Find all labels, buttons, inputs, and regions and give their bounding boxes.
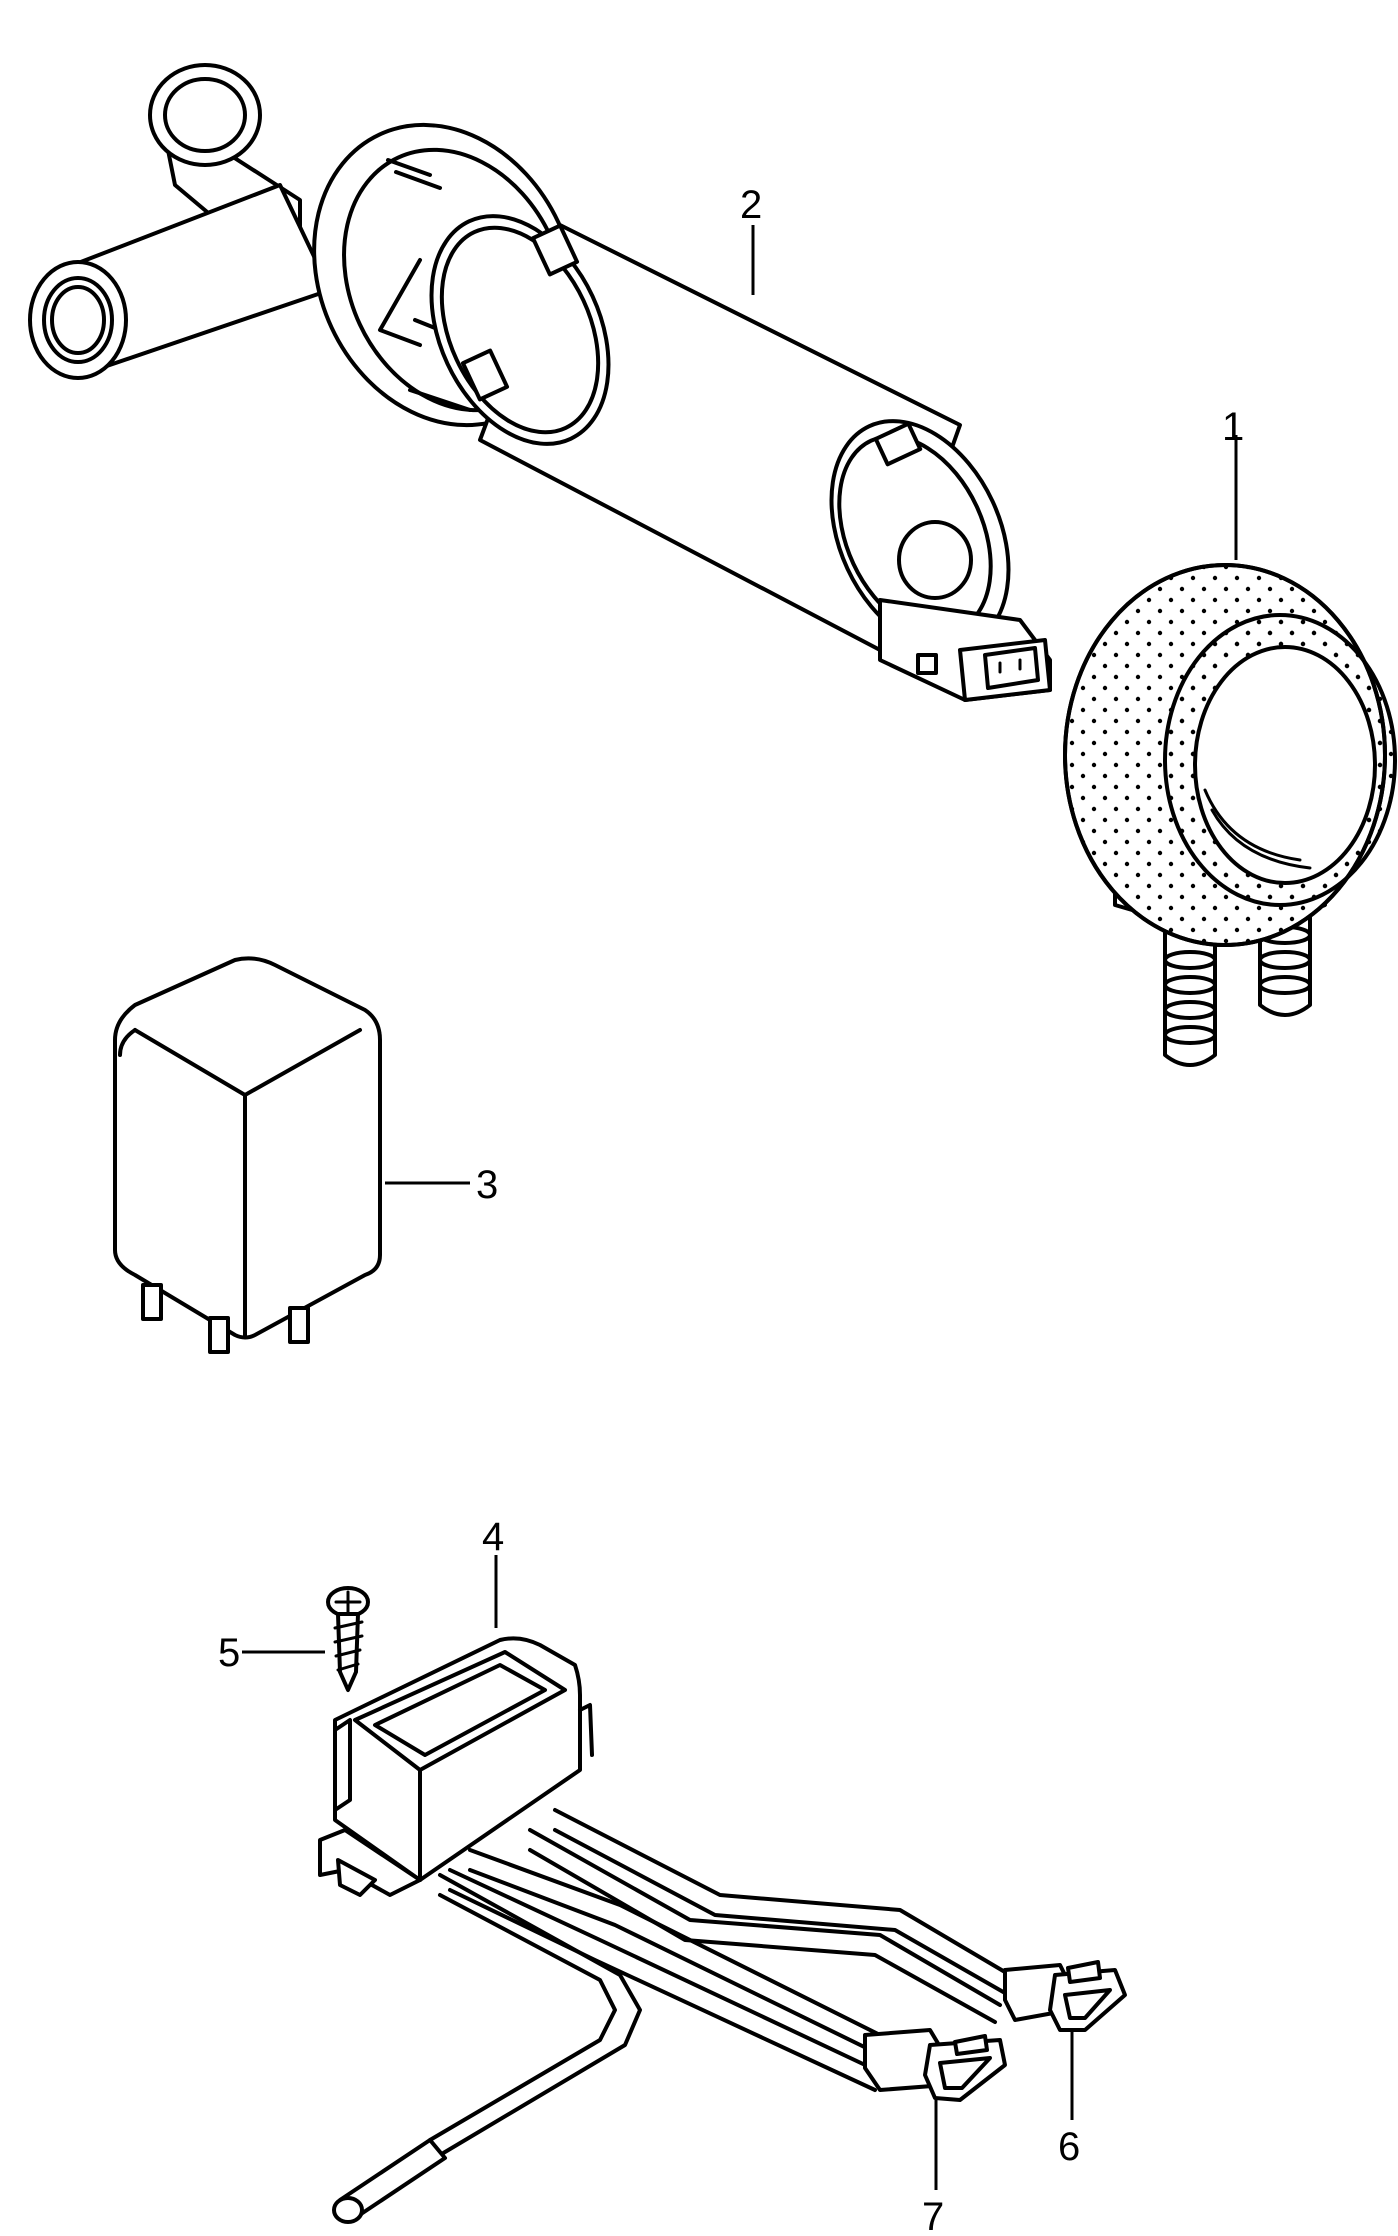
callout-4: 4 <box>482 1515 504 1559</box>
part-2-pump <box>28 63 1052 702</box>
part-3-relay <box>113 956 382 1354</box>
callout-3: 3 <box>476 1163 498 1207</box>
leader-lines <box>242 225 1238 2190</box>
part-5-screw <box>326 1586 370 1692</box>
callout-7: 7 <box>922 2195 944 2236</box>
callout-5: 5 <box>218 1631 240 1675</box>
callout-1: 1 <box>1222 405 1244 449</box>
callout-2: 2 <box>740 183 762 227</box>
part-1-ring <box>1063 563 1397 1067</box>
callout-6: 6 <box>1058 2125 1080 2169</box>
part-4-control-unit <box>318 1636 1127 2224</box>
